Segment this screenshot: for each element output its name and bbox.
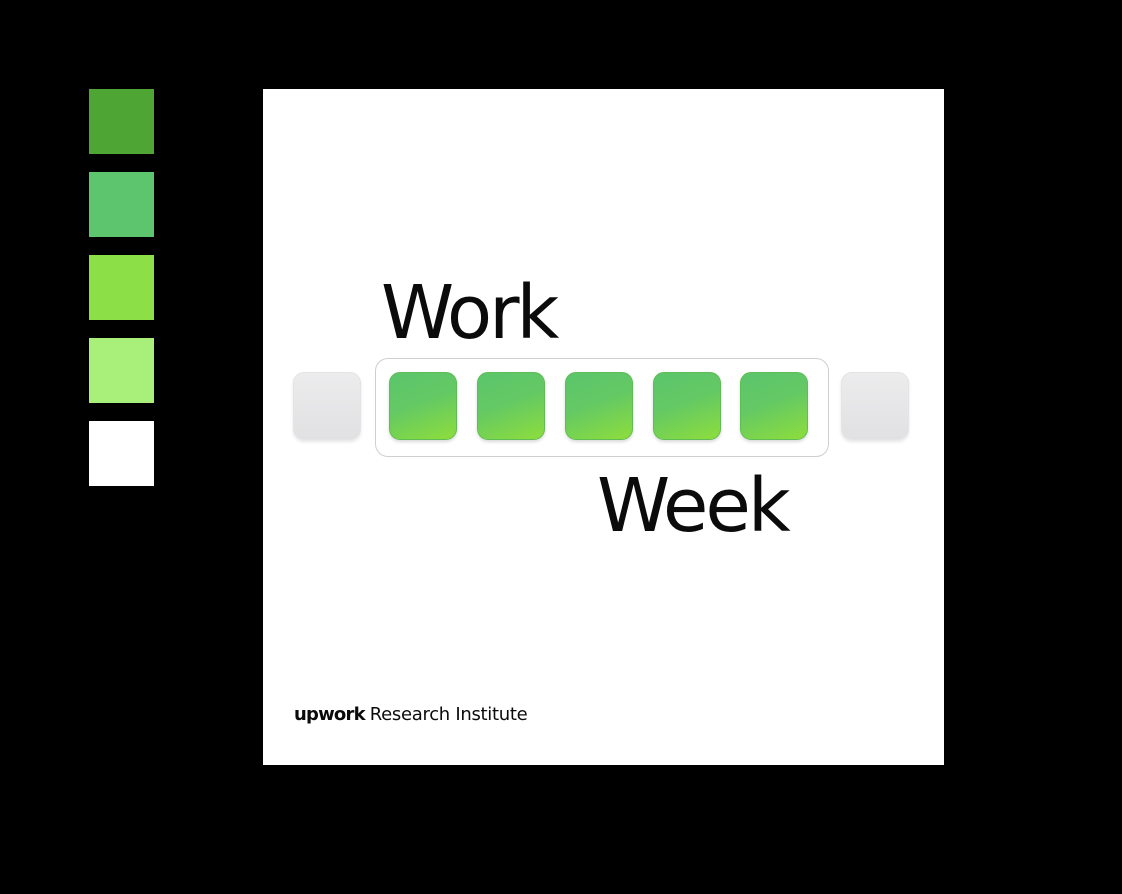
day-block-weekend — [293, 372, 361, 440]
day-block-weekday — [565, 372, 633, 440]
swatch-light-green — [89, 338, 154, 403]
day-block-weekday — [389, 372, 457, 440]
brand-subtitle: Research Institute — [369, 704, 528, 725]
swatch-dark-green — [89, 89, 154, 154]
swatch-medium-green — [89, 172, 154, 237]
upwork-logo: upwork — [294, 704, 366, 725]
swatch-lime-green — [89, 255, 154, 320]
podcast-cover-card: Work Week upwork Research Institute — [263, 89, 944, 765]
brand-lockup: upwork Research Institute — [294, 704, 528, 725]
title-week: Week — [597, 463, 791, 549]
day-block-weekend — [841, 372, 909, 440]
day-block-weekday — [653, 372, 721, 440]
day-block-weekday — [477, 372, 545, 440]
day-block-weekday — [740, 372, 808, 440]
swatch-white — [89, 421, 154, 486]
title-work: Work — [381, 270, 559, 356]
